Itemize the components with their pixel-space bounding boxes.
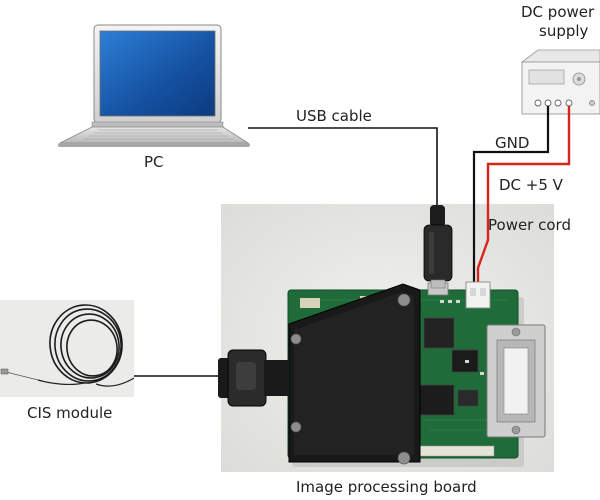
laptop-icon xyxy=(58,24,250,147)
usb-plug-icon xyxy=(423,205,453,289)
power-cord-label: Power cord xyxy=(488,216,571,234)
dc-power-supply-label: DC power xyxy=(521,3,595,21)
cis-module-image xyxy=(0,300,135,397)
dc-power-supply-icon xyxy=(520,49,600,115)
image-processing-board xyxy=(287,281,546,467)
usb-cable-label: USB cable xyxy=(296,107,372,125)
gnd-label: GND xyxy=(495,134,530,152)
dc-power-supply-label-line2: supply xyxy=(539,22,589,40)
usb-cable-line xyxy=(248,127,438,205)
gnd-wire xyxy=(472,106,550,282)
dc-5v-label: DC +5 V xyxy=(499,176,563,194)
power-wire xyxy=(476,106,571,282)
cis-connector-icon xyxy=(218,349,288,407)
cis-module-label: CIS module xyxy=(27,404,113,422)
pc-label: PC xyxy=(144,153,164,171)
image-processing-board-label: Image processing board xyxy=(296,478,477,496)
